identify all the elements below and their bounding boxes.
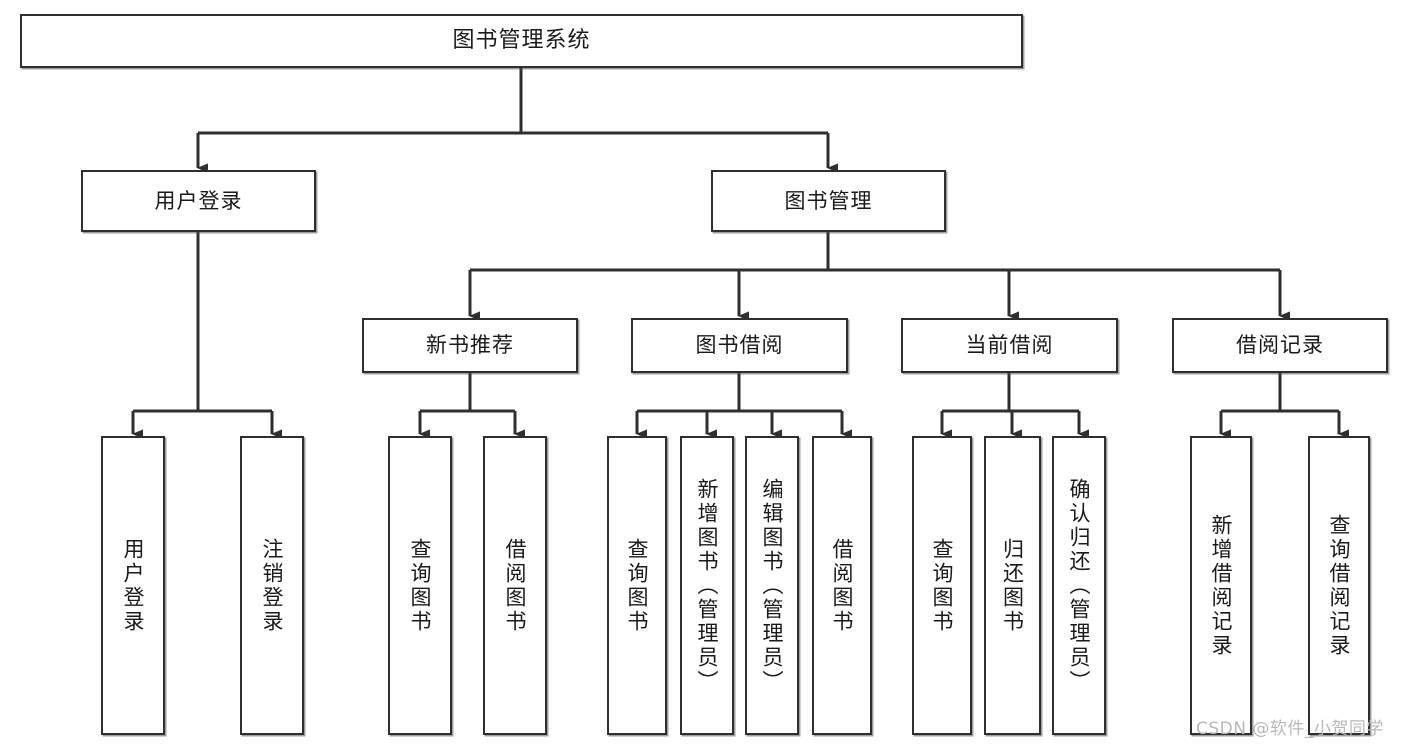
node-book-management[interactable]: 图书管理 — [711, 170, 946, 232]
leaf-query-book-recommend-label: 查询图书 — [408, 537, 433, 634]
leaf-add-borrow-record-label: 新增借阅记录 — [1209, 513, 1234, 658]
leaf-query-book-borrow[interactable]: 查询图书 — [607, 436, 667, 735]
leaf-return-book[interactable]: 归还图书 — [984, 436, 1041, 735]
leaf-return-book-label: 归还图书 — [1000, 537, 1025, 634]
leaf-query-book-current-label: 查询图书 — [930, 537, 955, 634]
node-borrow-record-label: 借阅记录 — [1236, 333, 1324, 358]
node-borrow-record[interactable]: 借阅记录 — [1172, 318, 1388, 373]
leaf-user-logout[interactable]: 注销登录 — [240, 436, 304, 735]
leaf-add-book-admin-label: 新增图书（管理员） — [695, 477, 720, 694]
leaf-edit-book-admin[interactable]: 编辑图书（管理员） — [745, 436, 799, 735]
node-current-borrow[interactable]: 当前借阅 — [901, 318, 1118, 373]
node-new-book-recommend[interactable]: 新书推荐 — [362, 318, 578, 373]
leaf-borrow-book-label: 借阅图书 — [830, 537, 855, 634]
leaf-query-book-borrow-label: 查询图书 — [625, 537, 650, 634]
node-user-login-label: 用户登录 — [154, 188, 243, 213]
leaf-edit-book-admin-label: 编辑图书（管理员） — [760, 477, 785, 694]
node-root[interactable]: 图书管理系统 — [20, 14, 1023, 68]
leaf-add-book-admin[interactable]: 新增图书（管理员） — [680, 436, 734, 735]
leaf-user-login-label: 用户登录 — [121, 537, 146, 634]
leaf-query-borrow-record-label: 查询借阅记录 — [1327, 513, 1352, 658]
leaf-query-borrow-record[interactable]: 查询借阅记录 — [1308, 436, 1370, 735]
node-book-borrow-label: 图书借阅 — [695, 333, 784, 358]
csdn-watermark: CSDN @软件_小贺同学 — [1196, 719, 1384, 739]
leaf-query-book-current[interactable]: 查询图书 — [912, 436, 972, 735]
leaf-add-borrow-record[interactable]: 新增借阅记录 — [1190, 436, 1252, 735]
node-root-label: 图书管理系统 — [452, 28, 591, 54]
leaf-borrow-book-recommend-label: 借阅图书 — [503, 537, 528, 634]
leaf-borrow-book[interactable]: 借阅图书 — [812, 436, 872, 735]
node-book-management-label: 图书管理 — [784, 188, 873, 213]
leaf-confirm-return-admin-label: 确认归还（管理员） — [1067, 477, 1092, 694]
leaf-confirm-return-admin[interactable]: 确认归还（管理员） — [1052, 436, 1106, 735]
leaf-borrow-book-recommend[interactable]: 借阅图书 — [483, 436, 547, 735]
node-user-login[interactable]: 用户登录 — [81, 170, 316, 232]
node-book-borrow[interactable]: 图书借阅 — [631, 318, 848, 373]
leaf-user-logout-label: 注销登录 — [260, 537, 285, 634]
node-current-borrow-label: 当前借阅 — [965, 333, 1054, 358]
leaf-user-login[interactable]: 用户登录 — [101, 436, 165, 735]
node-new-book-recommend-label: 新书推荐 — [426, 333, 514, 358]
leaf-query-book-recommend[interactable]: 查询图书 — [388, 436, 452, 735]
